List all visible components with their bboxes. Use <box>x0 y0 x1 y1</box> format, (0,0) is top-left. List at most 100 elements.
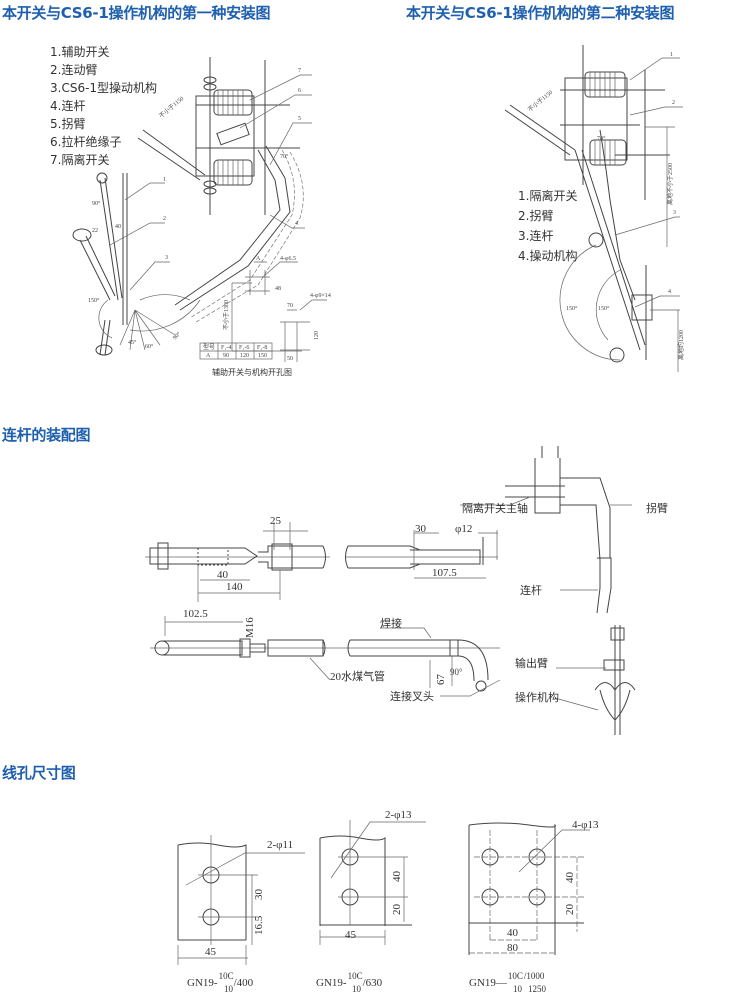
svg-text:隔离开关主轴: 隔离开关主轴 <box>462 501 528 515</box>
hole-table: 型号 F₁-4 F₁-6 F₁-8 A 90 120 150 <box>199 342 273 360</box>
heading-hole-sizes: 线孔尺寸图 <box>2 764 76 782</box>
legend-item: 4.操动机构 <box>518 248 577 263</box>
legend-item: 4.连杆 <box>50 98 85 113</box>
svg-text:4-φ6.5: 4-φ6.5 <box>280 256 296 262</box>
legend-item: 2.连动臂 <box>50 62 97 77</box>
svg-text:80: 80 <box>507 942 519 954</box>
svg-text:连接叉头: 连接叉头 <box>390 690 434 703</box>
dim-1150: 不小于1150 <box>157 94 185 119</box>
model-label: GN19-10C/400 <box>187 971 254 989</box>
svg-text:102.5: 102.5 <box>183 608 208 620</box>
svg-text:A: A <box>256 256 261 262</box>
svg-text:120: 120 <box>314 331 320 340</box>
svg-text:70: 70 <box>287 303 293 309</box>
svg-text:20: 20 <box>391 904 403 916</box>
heading-install-2: 本开关与CS6-1操作机构的第二种安装图 <box>406 4 675 22</box>
legend-item: 7.隔离开关 <box>50 152 109 167</box>
install-1-legend: 1.辅助开关 2.连动臂 3.CS6-1型操动机构 4.连杆 5.拐臂 6.拉杆… <box>50 45 157 167</box>
heading-install-1: 本开关与CS6-1操作机构的第一种安装图 <box>2 4 271 22</box>
legend-item: 5.拐臂 <box>50 116 85 131</box>
svg-text:40: 40 <box>115 224 121 230</box>
model-label: GN19—10C/1000 <box>469 971 545 989</box>
svg-text:90: 90 <box>223 353 229 359</box>
svg-text:4-φ9×14: 4-φ9×14 <box>310 293 331 299</box>
svg-text:10: 10 <box>224 984 234 992</box>
svg-text:焊接: 焊接 <box>380 616 402 630</box>
svg-text:2-φ13: 2-φ13 <box>385 809 412 821</box>
heading-rod-assembly: 连杆的装配图 <box>2 426 91 444</box>
svg-text:A: A <box>206 353 211 359</box>
svg-text:45: 45 <box>205 946 217 958</box>
legend-item: 3.CS6-1型操动机构 <box>50 80 157 95</box>
svg-text:90°: 90° <box>171 330 182 341</box>
svg-text:60°: 60° <box>145 343 154 350</box>
svg-text:拐臂: 拐臂 <box>646 501 668 515</box>
svg-text:67: 67 <box>435 674 447 686</box>
svg-text:40: 40 <box>564 872 576 884</box>
svg-text:F₁-4: F₁-4 <box>221 345 231 351</box>
svg-text:150: 150 <box>258 353 267 359</box>
svg-text:40: 40 <box>507 927 519 939</box>
install-2-drawing: 不小于1150 70° 150° 150° 离地不小于2500 离地约1200 … <box>504 45 685 372</box>
model-label: GN19-10C/630 <box>316 971 383 989</box>
svg-text:16.5: 16.5 <box>253 915 265 935</box>
svg-text:不小于1300: 不小于1300 <box>222 300 230 330</box>
hole-diagram-caption: 辅助开关与机构开孔图 <box>212 367 292 377</box>
svg-text:操作机构: 操作机构 <box>515 690 559 704</box>
svg-text:150°: 150° <box>566 305 578 312</box>
svg-text:1: 1 <box>670 52 673 58</box>
svg-text:连杆: 连杆 <box>520 583 542 597</box>
install-2-legend: 1.隔离开关 2.拐臂 3.连杆 4.操动机构 <box>518 188 577 263</box>
svg-text:10: 10 <box>352 984 362 992</box>
svg-text:30: 30 <box>415 523 427 535</box>
svg-text:F₁-8: F₁-8 <box>257 345 267 351</box>
svg-text:4: 4 <box>295 221 298 227</box>
svg-text:120: 120 <box>240 353 249 359</box>
svg-text:70°: 70° <box>280 153 289 160</box>
svg-text:3: 3 <box>165 255 168 261</box>
svg-text:离地不小于2500: 离地不小于2500 <box>666 163 674 205</box>
svg-text:107.5: 107.5 <box>432 567 457 579</box>
legend-item: 2.拐臂 <box>518 208 553 223</box>
svg-text:6: 6 <box>298 88 301 94</box>
svg-text:1: 1 <box>163 177 166 183</box>
hole-size-2: 2-φ13 40 20 45 GN19-10C/630 10 <box>316 809 426 992</box>
svg-text:输出臂: 输出臂 <box>515 656 548 670</box>
legend-item: 1.辅助开关 <box>50 45 109 59</box>
svg-text:5: 5 <box>298 116 301 122</box>
svg-text:4: 4 <box>668 289 671 295</box>
svg-text:25: 25 <box>270 515 282 527</box>
svg-text:不小于1150: 不小于1150 <box>526 88 554 113</box>
install-1-drawing: 1.辅助开关 2.连动臂 3.CS6-1型操动机构 4.连杆 5.拐臂 6.拉杆… <box>50 45 331 377</box>
svg-text:20水煤气管: 20水煤气管 <box>330 669 385 683</box>
svg-text:30: 30 <box>253 889 265 901</box>
svg-text:150°: 150° <box>88 297 100 304</box>
svg-text:离地约1200: 离地约1200 <box>677 330 685 360</box>
svg-text:M16: M16 <box>244 617 256 638</box>
svg-text:40: 40 <box>391 871 403 883</box>
svg-text:2: 2 <box>672 100 675 106</box>
svg-text:4-φ13: 4-φ13 <box>572 819 599 831</box>
svg-text:22: 22 <box>92 228 98 234</box>
svg-text:型号: 型号 <box>203 343 215 351</box>
svg-text:90°: 90° <box>92 200 101 207</box>
svg-text:2: 2 <box>163 216 166 222</box>
svg-text:20: 20 <box>564 904 576 916</box>
svg-text:φ12: φ12 <box>455 523 472 535</box>
svg-text:45°: 45° <box>128 339 137 346</box>
hole-size-1: 2-φ11 30 16.5 45 GN19-10C/400 10 <box>177 835 305 992</box>
svg-text:45: 45 <box>345 929 357 941</box>
svg-text:48: 48 <box>275 286 281 292</box>
svg-text:F₁-6: F₁-6 <box>239 345 249 351</box>
legend-item: 3.连杆 <box>518 228 553 243</box>
legend-item: 1.隔离开关 <box>518 188 577 203</box>
svg-text:3: 3 <box>673 210 676 216</box>
svg-text:90°: 90° <box>450 667 463 677</box>
svg-text:140: 140 <box>226 581 243 593</box>
svg-text:7: 7 <box>298 68 301 74</box>
svg-text:2-φ11: 2-φ11 <box>267 839 293 851</box>
svg-text:50: 50 <box>287 356 293 362</box>
